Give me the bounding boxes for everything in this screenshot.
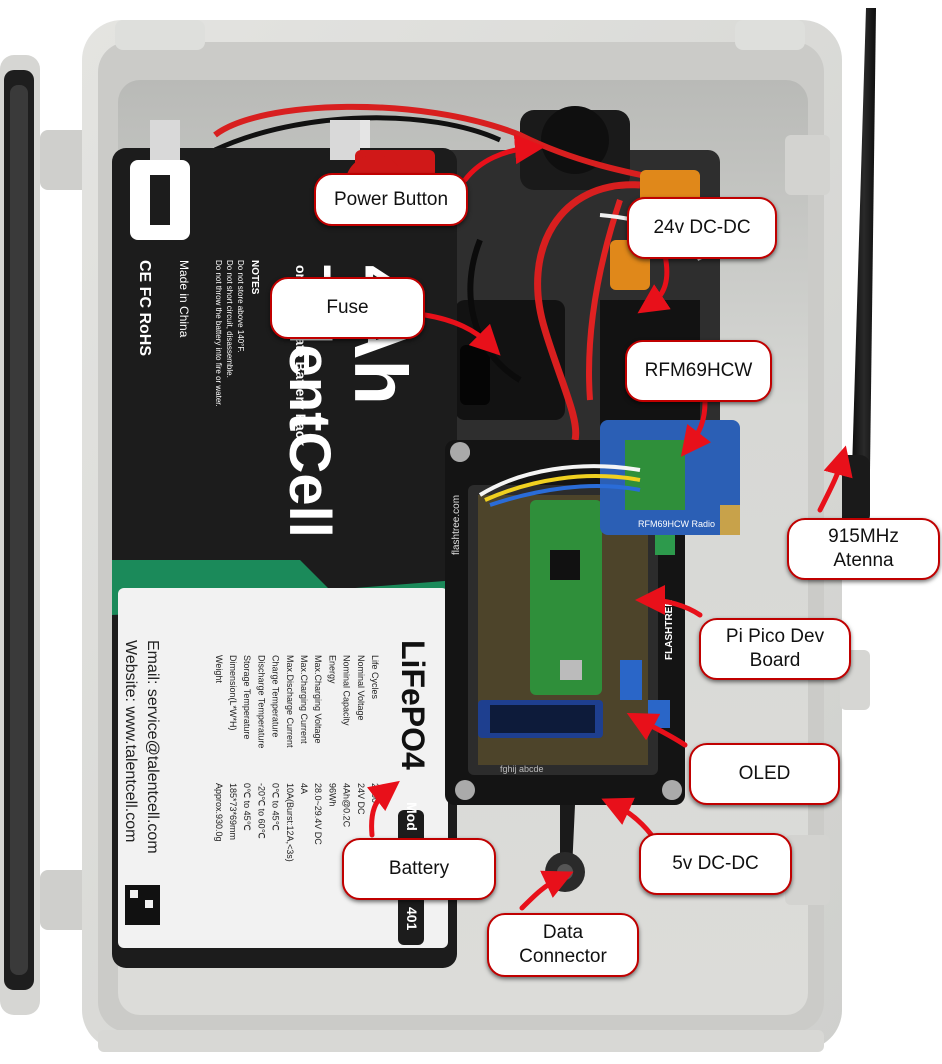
label-data-connector: Data Connector — [487, 913, 639, 977]
flashtree-url: flashtree.com — [451, 495, 462, 555]
spec-row: Max.Discharge Current 10A(Burst:12A,<3s) — [285, 655, 295, 862]
spec-row: Storage Temperature 0℃ to 45℃ — [242, 655, 252, 831]
spec-value: 4A — [299, 783, 309, 794]
spec-name: Max.Discharge Current — [285, 655, 295, 748]
battery-contact-print: Email: service@talentcell.com Website: w… — [122, 640, 161, 854]
battery-note-3: Do not throw the battery into fire or wa… — [214, 260, 223, 407]
flashtree-url-print: flashtree.com — [451, 495, 462, 555]
spec-value: 0℃ to 45℃ — [242, 783, 252, 831]
battery-model-suffix: 401 — [404, 907, 420, 931]
spec-name: Storage Temperature — [242, 655, 252, 739]
arrow-data-connector — [519, 870, 574, 911]
battery-website: Website: www.talentcell.com — [122, 640, 139, 842]
spec-name: Life Cycles — [370, 655, 380, 700]
label-oled: OLED — [689, 743, 840, 805]
spec-row: Discharge Temperature -20℃ to 60℃ — [256, 655, 266, 839]
arrow-power-button — [462, 134, 545, 183]
spec-value: -20℃ to 60℃ — [256, 783, 266, 839]
spec-row: Max.Charging Voltage 28.0~29.4V DC — [313, 655, 323, 845]
spec-row: Max.Charging Current 4A — [299, 655, 309, 794]
spec-value: 185*73*69mm — [228, 783, 238, 840]
arrow-rfm — [680, 399, 712, 457]
arrow-battery — [366, 780, 400, 838]
arrow-oled — [626, 712, 688, 748]
label-5v-dcdc: 5v DC-DC — [639, 833, 792, 895]
spec-value: 0℃ to 45℃ — [271, 783, 281, 831]
spec-value: 24V DC — [356, 783, 366, 815]
battery-chemistry-print: LiFePO4 — [395, 640, 431, 770]
spec-value: 28.0~29.4V DC — [313, 783, 323, 845]
battery-chemistry: LiFePO4 — [395, 640, 431, 770]
battery-model-tag: Mod — [404, 802, 420, 831]
spec-row: Nominal Capacity 4Ah@0.2C — [342, 655, 352, 828]
spec-name: Charge Temperature — [271, 655, 281, 737]
spec-value: Approx.930.0g — [214, 783, 224, 842]
spec-row: Nominal Voltage 24V DC — [356, 655, 366, 815]
battery-side-marks: CE FC RoHS — [136, 260, 153, 356]
callout-arrows — [366, 134, 853, 911]
arrow-pico — [635, 585, 703, 618]
spec-name: Dimension(L*W*H) — [228, 655, 238, 731]
battery-email: Email: service@talentcell.com — [144, 640, 161, 854]
spec-name: Discharge Temperature — [256, 655, 266, 748]
battery-note-1: Do not store above 140°F. — [236, 260, 245, 353]
label-battery: Battery — [342, 838, 496, 900]
label-power-button: Power Button — [314, 173, 468, 226]
label-fuse: Fuse — [270, 277, 425, 339]
spec-row: Dimension(L*W*H) 185*73*69mm — [228, 655, 238, 840]
spec-name: Max.Charging Voltage — [313, 655, 323, 744]
label-pi-pico-dev-board: Pi Pico Dev Board — [699, 618, 851, 680]
pcb-brand: FLASHTREE — [664, 600, 675, 660]
battery-model-print: Mod 401 — [404, 802, 420, 931]
spec-value: 10A(Burst:12A,<3s) — [285, 783, 295, 862]
spec-value: 96Wh — [327, 783, 337, 807]
spec-row: Energy 96Wh — [327, 655, 337, 807]
battery-side-marks-print: CE FC RoHS — [136, 260, 153, 356]
label-915mhz-antenna: 915MHz Atenna — [787, 518, 940, 580]
spec-value: 4Ah@0.2C — [342, 783, 352, 828]
battery-note-2: Do not short circuit, disassemble. — [225, 260, 234, 378]
pcb-footer-marks: fghij abcde — [500, 764, 544, 774]
spec-name: Max.Charging Current — [299, 655, 309, 744]
arrow-24v-dcdc — [637, 252, 671, 314]
enclosure-lid — [0, 55, 90, 1015]
spec-name: Nominal Voltage — [356, 655, 366, 721]
pcb-brand-print: FLASHTREE — [664, 600, 675, 660]
arrow-fuse — [422, 312, 501, 356]
battery-made-in: Made in China — [177, 260, 191, 338]
battery-notes-title: NOTES — [249, 260, 260, 295]
label-24v-dcdc: 24v DC-DC — [627, 197, 777, 259]
rfm-board-label: RFM69HCW Radio — [638, 519, 715, 529]
battery-notes-print: NOTES Do not store above 140°F. Do not s… — [214, 260, 260, 407]
spec-name: Weight — [214, 655, 224, 683]
label-rfm69hcw: RFM69HCW — [625, 340, 772, 402]
arrow-antenna — [817, 445, 853, 513]
spec-name: Energy — [327, 655, 337, 684]
spec-row: Charge Temperature 0℃ to 45℃ — [271, 655, 281, 831]
spec-name: Nominal Capacity — [342, 655, 352, 726]
battery-madein-print: Made in China — [177, 260, 191, 338]
